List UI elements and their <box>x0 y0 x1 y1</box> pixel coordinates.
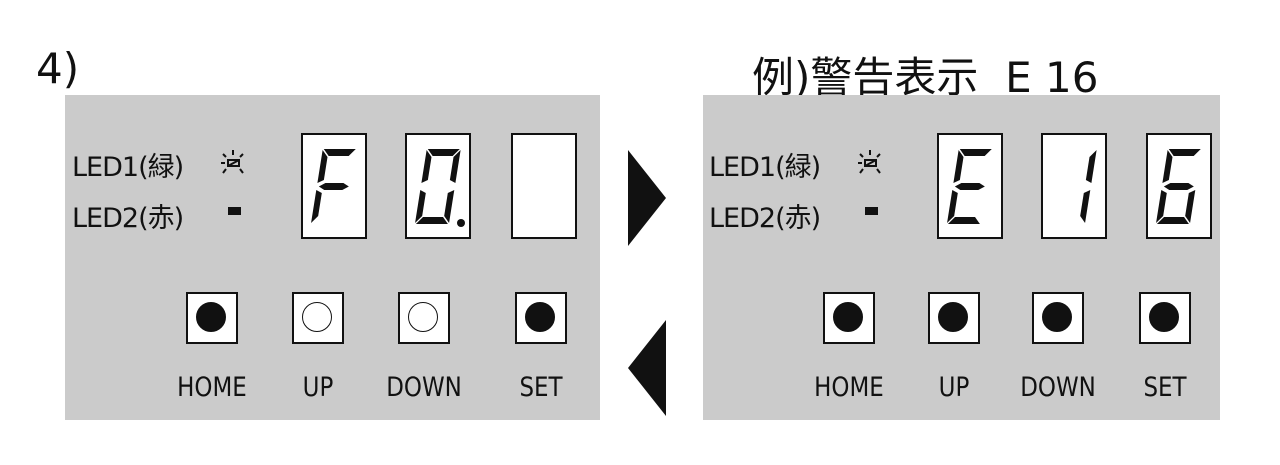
decimal-point <box>457 219 465 227</box>
segment-f <box>421 150 432 183</box>
seven-seg-digit <box>511 133 577 239</box>
segment-a <box>323 149 356 156</box>
segment-a <box>959 149 992 156</box>
segment-e <box>1156 190 1167 223</box>
segment-g <box>954 183 985 190</box>
led2-label: LED2(赤) <box>72 203 184 234</box>
segment-f <box>317 150 328 183</box>
button-label: UP <box>938 372 970 403</box>
button-label: HOME <box>177 372 247 403</box>
segment-e <box>311 190 322 223</box>
segment-c <box>444 190 455 223</box>
segment-f <box>953 150 964 183</box>
segment-a <box>1168 149 1201 156</box>
button-home[interactable] <box>186 292 238 344</box>
example-title: 例)警告表示 E 16 <box>752 53 1099 102</box>
seven-seg-digit <box>1146 133 1212 239</box>
button-label: DOWN <box>1020 372 1096 403</box>
led2-on-icon <box>228 207 241 215</box>
empty-circle-icon <box>302 302 332 332</box>
segment-a <box>427 149 460 156</box>
segment-g <box>1163 183 1194 190</box>
led1-label: LED1(緑) <box>72 152 184 183</box>
button-label: SET <box>1143 372 1187 403</box>
button-down[interactable] <box>398 292 450 344</box>
button-home[interactable] <box>823 292 875 344</box>
filled-circle-icon <box>525 302 555 332</box>
button-up[interactable] <box>292 292 344 344</box>
segment-g <box>318 183 349 190</box>
button-label: DOWN <box>386 372 462 403</box>
button-set[interactable] <box>515 292 567 344</box>
led1-label: LED1(緑) <box>709 152 821 183</box>
filled-circle-icon <box>1149 302 1179 332</box>
segment-e <box>415 190 426 223</box>
next-arrow-icon[interactable] <box>626 150 668 246</box>
filled-circle-icon <box>833 302 863 332</box>
back-arrow-icon[interactable] <box>626 320 668 416</box>
segment-e <box>947 190 958 223</box>
button-label: SET <box>519 372 563 403</box>
segment-c <box>1185 190 1196 223</box>
segment-b <box>1085 150 1097 183</box>
segment-b <box>449 150 461 183</box>
segment-c <box>1080 190 1091 223</box>
led2-on-icon <box>865 207 878 215</box>
button-up[interactable] <box>928 292 980 344</box>
step-label: 4) <box>36 44 80 93</box>
button-label: HOME <box>814 372 884 403</box>
led1-blinking-icon <box>221 150 244 174</box>
filled-circle-icon <box>938 302 968 332</box>
segment-d <box>1156 217 1189 224</box>
seven-seg-digit <box>301 133 367 239</box>
filled-circle-icon <box>196 302 226 332</box>
segment-d <box>415 217 448 224</box>
seven-seg-digit <box>405 133 471 239</box>
led2-label: LED2(赤) <box>709 203 821 234</box>
segment-d <box>947 217 980 224</box>
seven-seg-digit <box>1041 133 1107 239</box>
button-label: UP <box>302 372 334 403</box>
button-down[interactable] <box>1032 292 1084 344</box>
seven-seg-digit <box>937 133 1003 239</box>
empty-circle-icon <box>408 302 438 332</box>
led1-blinking-icon <box>858 150 881 174</box>
segment-f <box>1162 150 1173 183</box>
button-set[interactable] <box>1139 292 1191 344</box>
filled-circle-icon <box>1042 302 1072 332</box>
